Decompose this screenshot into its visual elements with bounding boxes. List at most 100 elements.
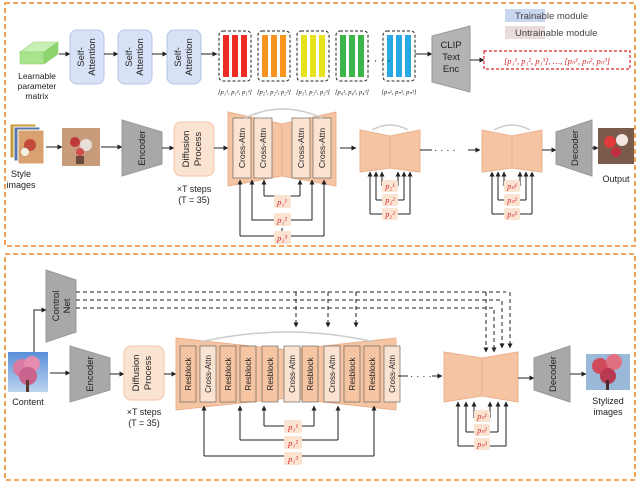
token-tn-3: pₙ³ [506, 210, 517, 219]
bottom-resblock-label: Resblock [184, 357, 193, 391]
token-bar [340, 35, 346, 77]
top-block2-feed-lines [367, 171, 413, 215]
sa1-label-a: Self- [76, 47, 87, 67]
legend-trainable-swatch [505, 9, 545, 22]
bottom-cross-attn-label: Cross-Attn [204, 355, 213, 393]
top-encoder: Encoder [121, 119, 163, 177]
sa2-label-a: Self- [124, 47, 135, 67]
stylized-label-2: images [593, 407, 623, 417]
bottom-encoder: Encoder [69, 345, 111, 403]
bottom-resblock-label: Resblock [368, 357, 377, 391]
legend-untrainable-swatch [505, 26, 545, 39]
legend-untrainable-label: Untrainable module [515, 28, 597, 39]
param-label-1: Learnable [18, 71, 56, 81]
bar-group-label: [p₄¹, p₄², p₄³] [335, 89, 369, 96]
stylized-label-1: Stylized [592, 396, 624, 406]
token-bar [271, 35, 277, 77]
style-label-2: images [6, 180, 36, 190]
self-attention-3: Self- Attention [166, 29, 202, 85]
top-diffusion-label-2: Process [193, 132, 204, 167]
top-blockn-tokens: pₙ¹ pₙ² pₙ³ [504, 180, 520, 220]
top-steps-2: (T = 35) [178, 195, 210, 205]
style-label-1: Style [11, 169, 31, 179]
bottom-encoder-label: Encoder [85, 356, 96, 391]
bar-group-box [335, 30, 369, 82]
token-tn-1: pₙ¹ [506, 182, 517, 191]
bottom-unet-block-1: Resblock Cross-Attn Resblock Resblock Resblo… [175, 331, 401, 411]
param-label-3: matrix [25, 91, 49, 101]
control-net-label-1: Control [51, 291, 62, 322]
token-bn-2: pₙ² [476, 426, 487, 435]
output-label: Output [602, 174, 630, 184]
token-bar [387, 35, 393, 77]
bottom-resblock-box [179, 345, 197, 403]
sa3-label-a: Self- [173, 47, 184, 67]
controlnet-dashed-drops [76, 292, 513, 353]
token-bar [280, 35, 286, 77]
top-blockn-feed-lines [489, 171, 535, 215]
bottom-steps-2: (T = 35) [128, 418, 160, 428]
top-unet-block-1: Cross-Attn Cross-Attn Cross-Attn Cross-A… [227, 108, 337, 187]
top-block1-tokens: p₁¹ p₁² p₁³ [274, 195, 291, 244]
bottom-resblock-box [363, 345, 381, 403]
top-cross-attn-1: Cross-Attn [237, 128, 247, 168]
token-bar [405, 35, 411, 77]
legend: Trainable module Untrainable module [505, 9, 597, 39]
token-bn-1: pₙ¹ [476, 412, 487, 421]
bottom-cross-attn-label: Cross-Attn [288, 355, 297, 393]
token-bar [301, 35, 307, 77]
bottom-diffusion-label-1: Diffusion [131, 355, 142, 392]
top-decoder: Decoder [555, 119, 593, 177]
top-dots: · · · · [434, 145, 456, 156]
top-decoder-label: Decoder [570, 130, 581, 166]
token-bar [310, 35, 316, 77]
token-bar [223, 35, 229, 77]
clip-text-encoder: CLIP Text Enc [431, 25, 471, 93]
sa2-label-b: Attention [135, 38, 146, 76]
prompt-sequence-text: [p₁¹, p₁², p₁³], …, [pₙ¹, pₙ², pₙ³] [504, 56, 610, 66]
bottom-cross-attn-box [283, 345, 301, 403]
bottom-blockn-tokens: pₙ¹ pₙ² pₙ³ [474, 410, 490, 450]
bottom-block1-tokens: p₁¹ p₁² p₁³ [284, 420, 302, 465]
token-bar [396, 35, 402, 77]
top-cross-attn-3: Cross-Attn [296, 128, 306, 168]
top-block2-tokens: p₂¹ p₂² p₂³ [382, 180, 398, 220]
top-diffusion-label-1: Diffusion [181, 131, 192, 168]
token-t2-1: p₂¹ [384, 182, 395, 191]
bottom-diffusion-label-2: Process [143, 356, 154, 391]
top-section-border [4, 2, 636, 247]
arrow-content-to-controlnet [33, 307, 47, 372]
bottom-cross-attn-label: Cross-Attn [388, 355, 397, 393]
bottom-section-border [4, 253, 636, 481]
top-steps-1: ×T steps [177, 184, 212, 194]
bar-group-label: [p₃¹, p₃², p₃³] [296, 89, 330, 96]
token-b1-1: p₁¹ [287, 422, 298, 432]
token-bar-groups: [p₁¹, p₁², p₁³][p₂¹, p₂², p₂³][p₃¹, p₃²,… [218, 30, 417, 96]
token-bar [358, 35, 364, 77]
bar-group-label: [pₙ¹, pₙ², pₙ³] [382, 89, 417, 96]
token-bar [349, 35, 355, 77]
top-diffusion-process: Diffusion Process [173, 121, 215, 177]
content-label: Content [12, 397, 44, 407]
bottom-cross-attn-box [199, 345, 217, 403]
token-t2-3: p₂³ [384, 210, 395, 219]
legend-trainable-label: Trainable module [515, 11, 588, 22]
output-image [598, 128, 634, 164]
top-encoder-label: Encoder [137, 130, 148, 165]
bottom-resblock-box [261, 345, 279, 403]
bottom-resblock-label: Resblock [224, 357, 233, 391]
clip-label-2: Text [442, 52, 460, 63]
bar-group-box [218, 30, 252, 82]
clip-label-3: Enc [443, 64, 460, 75]
self-attention-1: Self- Attention [69, 29, 105, 85]
style-images [9, 123, 45, 165]
clip-label-1: CLIP [440, 40, 461, 51]
control-net: Control Net [45, 269, 77, 343]
bottom-resblock-label: Resblock [266, 357, 275, 391]
bottom-unet-block-n [443, 351, 519, 403]
bottom-diffusion-process: Diffusion Process [123, 345, 165, 401]
sa1-label-b: Attention [87, 38, 98, 76]
top-unet-block-2 [359, 124, 421, 173]
token-bn-3: pₙ³ [476, 440, 487, 449]
